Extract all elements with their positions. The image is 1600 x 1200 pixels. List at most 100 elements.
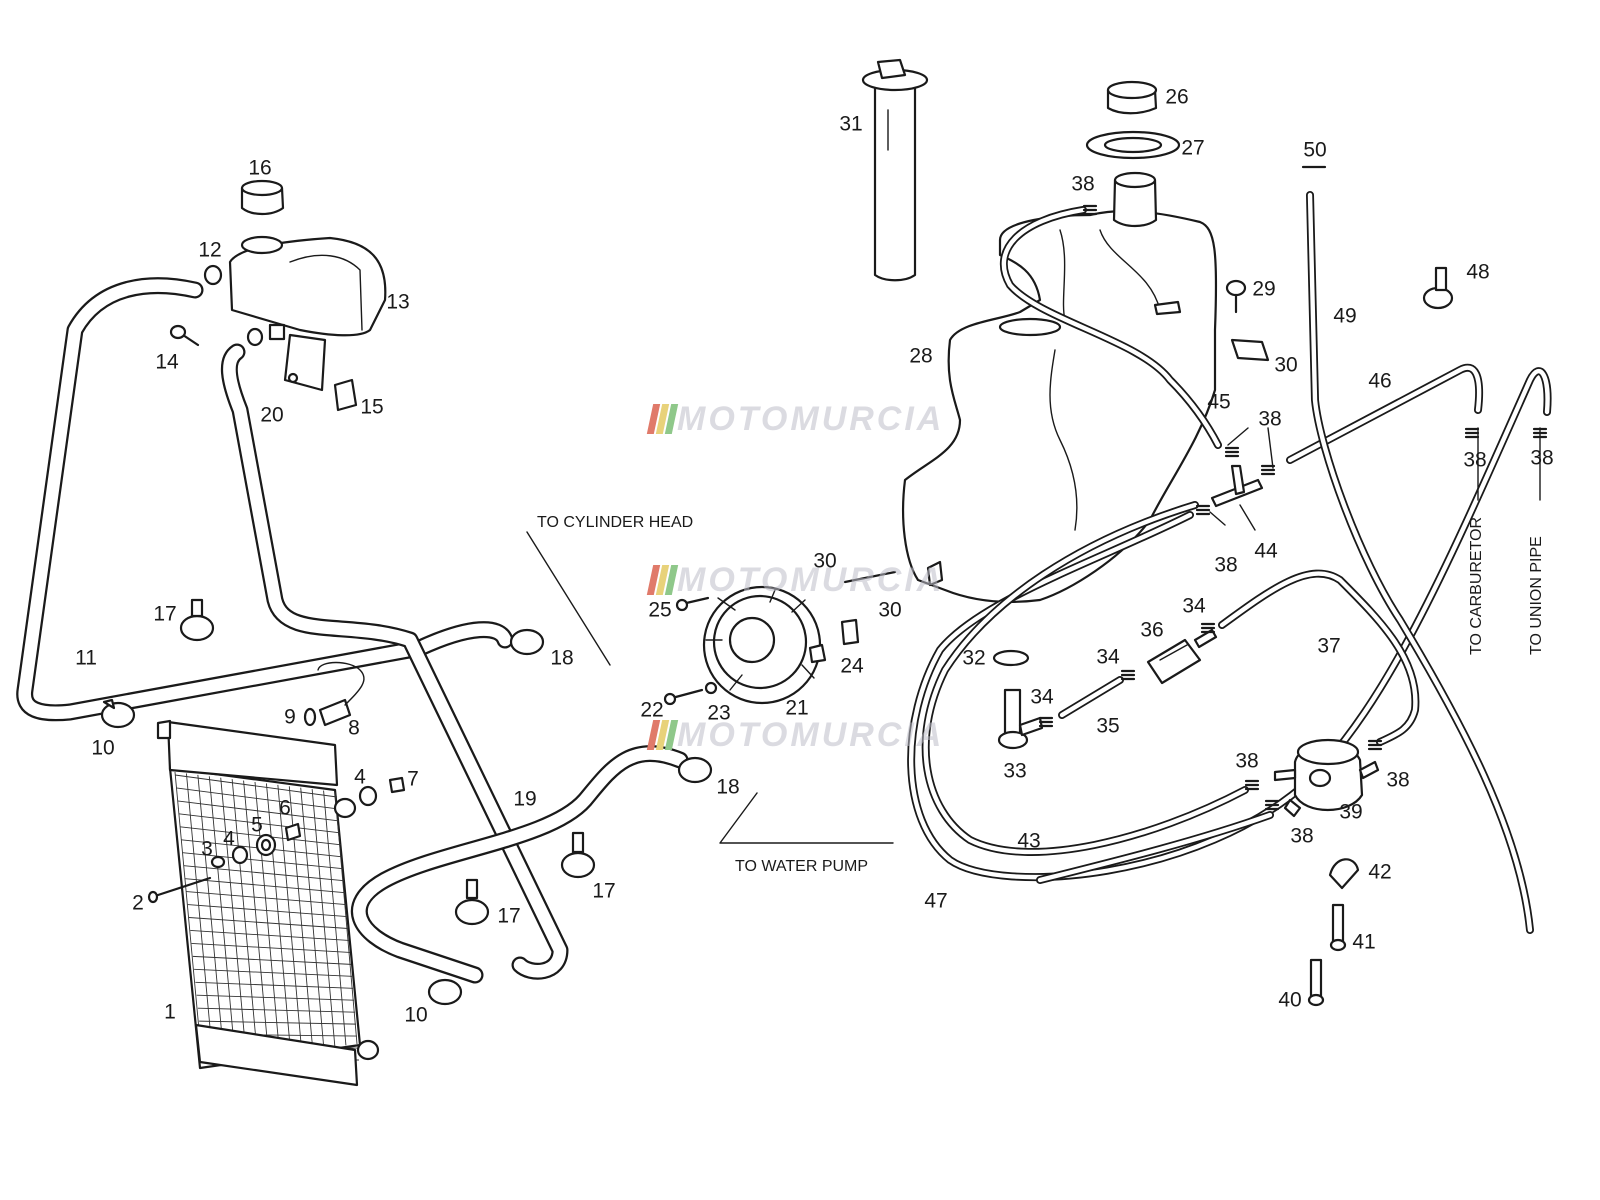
callout-9: 9 (284, 705, 296, 729)
callout-28: 28 (909, 344, 933, 368)
callout-32: 32 (962, 646, 986, 670)
callout-35: 35 (1096, 714, 1120, 738)
callout-2: 2 (132, 891, 144, 915)
spring-clip (1264, 799, 1280, 811)
callout-15: 15 (360, 395, 384, 419)
screw-25 (675, 596, 710, 612)
callout-44: 44 (1254, 539, 1278, 563)
callout-10: 10 (91, 736, 115, 760)
callout-4: 4 (354, 765, 366, 789)
callout-34: 34 (1030, 685, 1054, 709)
callout-38: 38 (1071, 172, 1095, 196)
callout-24: 24 (840, 654, 864, 678)
fuel-cap-26 (1106, 80, 1158, 115)
callout-11: 11 (75, 646, 97, 670)
fuel-tap (997, 688, 1044, 750)
pipe-43 (921, 501, 1249, 856)
callout-38: 38 (1290, 824, 1314, 848)
expansion-tank (228, 235, 387, 392)
note-to-carburetor: TO CARBURETOR (1468, 516, 1485, 655)
callout-50: 50 (1303, 138, 1327, 162)
fuel-pump (1273, 738, 1380, 818)
watermark: MOTOMURCIA (646, 718, 944, 752)
pipe-45 (999, 206, 1222, 449)
callout-17: 17 (153, 602, 177, 626)
callout-23: 23 (707, 701, 731, 725)
callout-19: 19 (513, 787, 537, 811)
callout-18: 18 (716, 775, 740, 799)
callout-7: 7 (407, 767, 419, 791)
hose-11 (16, 277, 514, 722)
clip-24 (840, 618, 860, 646)
callout-30: 30 (1274, 353, 1298, 377)
fuel-filter (1146, 628, 1218, 685)
bolt-40 (1307, 958, 1325, 1007)
washer-9 (303, 707, 317, 727)
pipe-38-lower (1036, 811, 1274, 884)
bushing-5 (255, 833, 277, 857)
tank-cap-16 (240, 179, 285, 216)
radiator (156, 719, 380, 1087)
t-fitting (1210, 464, 1264, 508)
callout-33: 33 (1003, 759, 1027, 783)
clamp-48 (1422, 266, 1454, 310)
callout-30: 30 (813, 549, 837, 573)
callout-34: 34 (1096, 645, 1120, 669)
callout-46: 46 (1368, 369, 1392, 393)
callout-16: 16 (248, 156, 272, 180)
watermark: MOTOMURCIA (646, 402, 944, 436)
washer-23 (704, 681, 718, 695)
callout-42: 42 (1368, 860, 1392, 884)
callout-17: 17 (497, 904, 521, 928)
callout-25: 25 (648, 598, 672, 622)
callout-49: 49 (1333, 304, 1357, 328)
spring-clip (1120, 669, 1136, 681)
pipe-35 (1058, 676, 1124, 719)
callout-38: 38 (1214, 553, 1238, 577)
spring-clip (1224, 446, 1240, 458)
callout-48: 48 (1466, 260, 1490, 284)
callout-40: 40 (1278, 988, 1302, 1012)
gasket-27 (1085, 130, 1181, 160)
washer-3 (210, 855, 226, 869)
callout-38: 38 (1235, 749, 1259, 773)
leader-lines (526, 427, 1541, 844)
callout-38: 38 (1386, 768, 1410, 792)
callout-5: 5 (251, 813, 263, 837)
clamp-12 (203, 264, 223, 286)
callout-13: 13 (386, 290, 410, 314)
clip-15 (333, 378, 358, 412)
callout-41: 41 (1352, 930, 1376, 954)
fuel-tank (902, 171, 1218, 604)
clamp-10b (427, 978, 463, 1006)
callout-14: 14 (155, 350, 179, 374)
callout-6: 6 (279, 796, 291, 820)
callout-8: 8 (348, 716, 360, 740)
clamp-20 (246, 327, 264, 347)
note-to-union-pipe: TO UNION PIPE (1528, 536, 1545, 655)
callout-38: 38 (1258, 407, 1282, 431)
cooling-fan (702, 585, 827, 705)
note-to-cylinder-head: TO CYLINDER HEAD (537, 514, 694, 531)
pipe-47 (907, 367, 1552, 882)
clip-30b (843, 570, 897, 584)
callout-20: 20 (260, 403, 284, 427)
grommet-4b (358, 785, 378, 807)
clip-30a (1230, 338, 1270, 362)
callout-39: 39 (1339, 800, 1363, 824)
clamp-17b (560, 831, 596, 879)
hose-20 (220, 343, 569, 980)
callout-10: 10 (404, 1003, 428, 1027)
callout-38: 38 (1530, 446, 1554, 470)
pipe-37 (1218, 569, 1420, 746)
callout-34: 34 (1182, 594, 1206, 618)
callout-37: 37 (1317, 634, 1341, 658)
screw-14 (169, 324, 200, 347)
callout-4: 4 (223, 827, 235, 851)
spring-clip (1082, 204, 1098, 216)
callout-22: 22 (640, 698, 664, 722)
spacer-6 (284, 822, 302, 842)
callout-38: 38 (1463, 448, 1487, 472)
spring-clip (1195, 504, 1211, 516)
